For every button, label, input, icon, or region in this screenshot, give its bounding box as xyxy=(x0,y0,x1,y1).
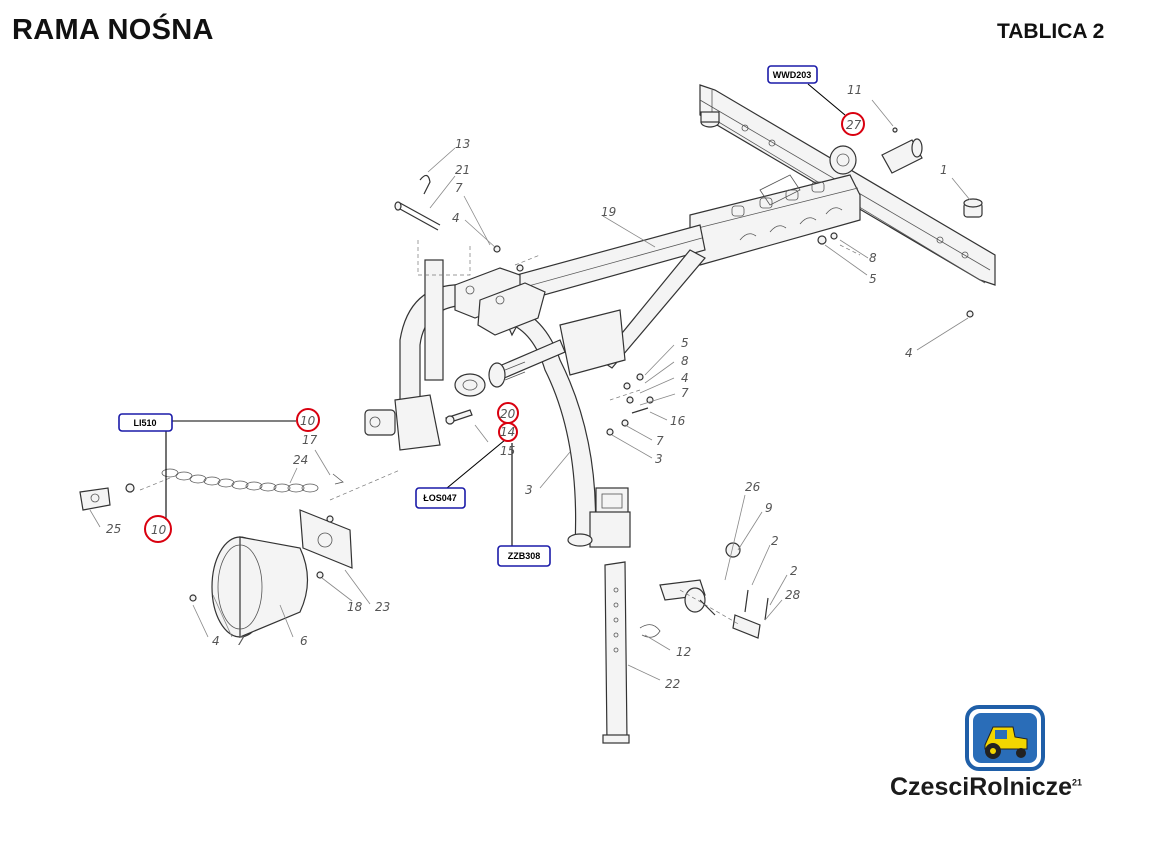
part-number: 2 xyxy=(771,534,779,548)
code-connectors xyxy=(165,83,846,546)
part-number: 28 xyxy=(785,588,801,602)
part-number: 7 xyxy=(455,181,463,195)
part-number: 8 xyxy=(869,251,877,265)
part-number: 3 xyxy=(655,452,663,466)
brand-logo: CzesciRolnicze21 xyxy=(890,705,1130,805)
part-number: 6 xyxy=(300,634,308,648)
code-li510: LI510 xyxy=(118,413,173,432)
part-number: 5 xyxy=(869,272,877,286)
hitch-arch xyxy=(364,259,631,548)
svg-text:ŁOS047: ŁOS047 xyxy=(423,493,457,503)
page-title: RAMA NOŚNA xyxy=(12,14,214,46)
part-number: 12 xyxy=(676,645,691,659)
part-number: 5 xyxy=(681,336,689,350)
svg-text:LI510: LI510 xyxy=(133,418,156,428)
part-number: 14 xyxy=(500,425,515,439)
part-number: 7 xyxy=(681,386,689,400)
part-number: 4 xyxy=(905,346,913,360)
plate-label: TABLICA 2 xyxy=(997,20,1105,43)
highlight-circle-10-lower xyxy=(144,515,172,543)
svg-text:WWD203: WWD203 xyxy=(773,70,812,80)
part-number: 18 xyxy=(347,600,363,614)
part-number: 15 xyxy=(500,444,515,458)
part-number: 24 xyxy=(293,453,308,467)
part-number: 22 xyxy=(665,677,680,691)
highlight-circle-14 xyxy=(498,422,518,442)
part-number: 13 xyxy=(455,137,470,151)
stand-22 xyxy=(602,561,630,744)
part-number: 10 xyxy=(151,523,167,537)
part-number: 4 xyxy=(452,211,460,225)
part-number: 9 xyxy=(765,501,773,515)
main-frame-beam xyxy=(479,84,996,376)
brand-mark: 21 xyxy=(1072,777,1083,788)
part-number: 4 xyxy=(681,371,689,385)
fasteners xyxy=(125,127,974,602)
part-number: 26 xyxy=(745,480,761,494)
part-number: 1 xyxy=(940,163,948,177)
part-number: 20 xyxy=(500,407,516,421)
shaft-bearing xyxy=(445,339,566,425)
part-number: 2 xyxy=(790,564,798,578)
guard-cone xyxy=(79,487,353,638)
pin-parts xyxy=(639,542,769,639)
part-number: 8 xyxy=(681,354,689,368)
leader-lines xyxy=(89,99,971,681)
part-number: 16 xyxy=(670,414,686,428)
part-number: 21 xyxy=(455,163,470,177)
svg-text:ZZB308: ZZB308 xyxy=(508,551,541,561)
highlight-circles xyxy=(144,112,865,543)
part-number: 23 xyxy=(375,600,390,614)
part-number: 27 xyxy=(846,118,862,132)
highlight-circle-10-upper xyxy=(296,408,320,432)
part-number: 17 xyxy=(302,433,318,447)
code-los047: ŁOS047 xyxy=(415,487,466,509)
brand-name-text: CzesciRolnicze xyxy=(890,773,1073,801)
part-number: 7 xyxy=(656,434,664,448)
part-number-labels: 11 27 1 8 5 4 19 13 21 7 4 5 8 4 7 16 7 … xyxy=(106,83,948,691)
brand-name: CzesciRolnicze21 xyxy=(890,773,1082,802)
part-number: 19 xyxy=(601,205,616,219)
highlight-circle-27 xyxy=(841,112,865,136)
chain-24 xyxy=(161,468,319,493)
part-number: 10 xyxy=(300,414,316,428)
part-number: 4 xyxy=(212,634,220,648)
code-wwd203: WWD203 xyxy=(767,65,818,84)
tractor-logo-icon xyxy=(965,705,1045,771)
part-number: 25 xyxy=(106,522,121,536)
part-number: 11 xyxy=(847,83,862,97)
code-zzb308: ZZB308 xyxy=(497,545,551,567)
part-number: 3 xyxy=(525,483,533,497)
part-number: 7 xyxy=(237,634,245,648)
assembly-lines xyxy=(139,240,861,626)
top-pins xyxy=(394,174,441,231)
